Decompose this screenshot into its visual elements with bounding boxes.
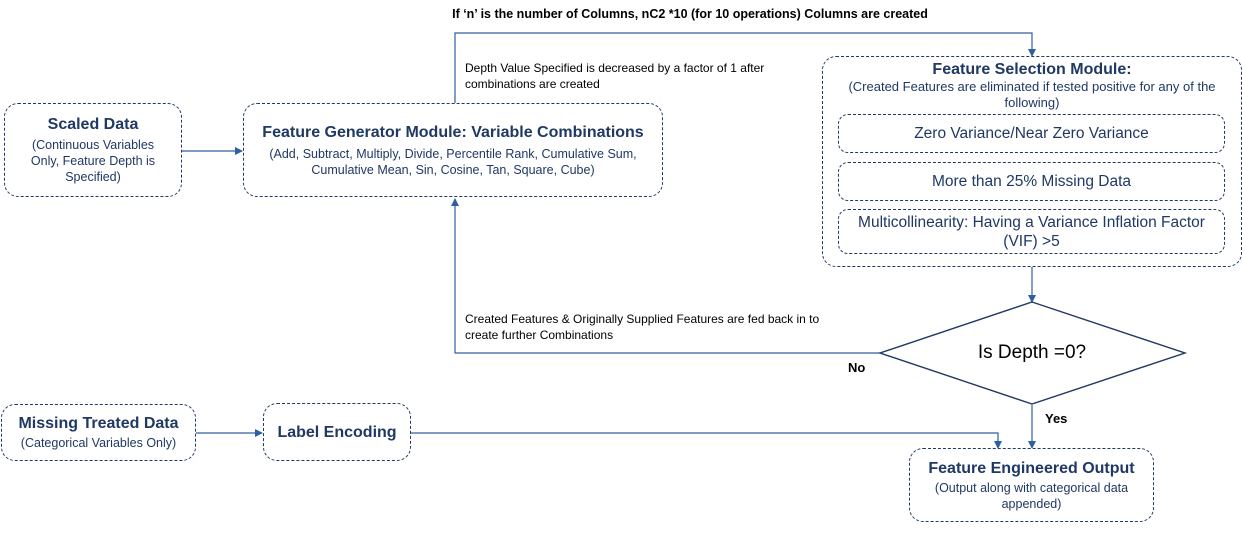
feedback-note: Created Features & Originally Supplied F… [465,312,820,342]
arrow-generator-to-selection [454,32,1036,103]
decision-text: Is Depth =0? [977,342,1087,363]
selection-criterion-label: Zero Variance/Near Zero Variance [914,124,1149,142]
feature-generator-sub: (Add, Subtract, Multiply, Divide, Percen… [269,146,637,177]
feature-engineered-output-box: Feature Engineered Output (Output along … [909,448,1154,522]
arrow-decision-no-to-generator [451,198,880,354]
scaled-data-box: Scaled Data (Continuous Variables Only, … [4,103,182,197]
top-note: If ‘n’ is the number of Columns, nC2 *10… [452,7,928,21]
feature-selection-sub: (Created Features are eliminated if test… [848,79,1216,110]
decision-yes-label: Yes [1045,411,1068,426]
decision-diamond [877,301,1188,405]
output-title: Feature Engineered Output [928,459,1135,477]
selection-criterion-multicollinearity: Multicollinearity: Having a Variance Inf… [838,209,1225,254]
depth-note: Depth Value Specified is decreased by a … [465,61,765,91]
label-encoding-title: Label Encoding [277,423,397,441]
missing-treated-data-box: Missing Treated Data (Categorical Variab… [1,404,196,461]
missing-treated-data-sub: (Categorical Variables Only) [20,436,177,450]
output-sub: (Output along with categorical data appe… [934,480,1129,511]
scaled-data-sub: (Continuous Variables Only, Feature Dept… [30,138,156,184]
missing-treated-data-title: Missing Treated Data [18,415,179,432]
feature-generator-title: Feature Generator Module: Variable Combi… [262,123,644,141]
selection-criterion-label: More than 25% Missing Data [931,172,1131,190]
selection-criterion-label: Multicollinearity: Having a Variance Inf… [858,213,1205,250]
selection-criterion-missing-data: More than 25% Missing Data [838,162,1225,201]
scaled-data-title: Scaled Data [47,116,139,133]
feature-selection-title: Feature Selection Module: [932,61,1132,78]
selection-criterion-zero-variance: Zero Variance/Near Zero Variance [838,114,1225,153]
feature-generator-box: Feature Generator Module: Variable Combi… [243,103,663,197]
label-encoding-box: Label Encoding [263,403,411,461]
arrow-label-to-output [411,432,1002,449]
decision-no-label: No [848,360,866,375]
